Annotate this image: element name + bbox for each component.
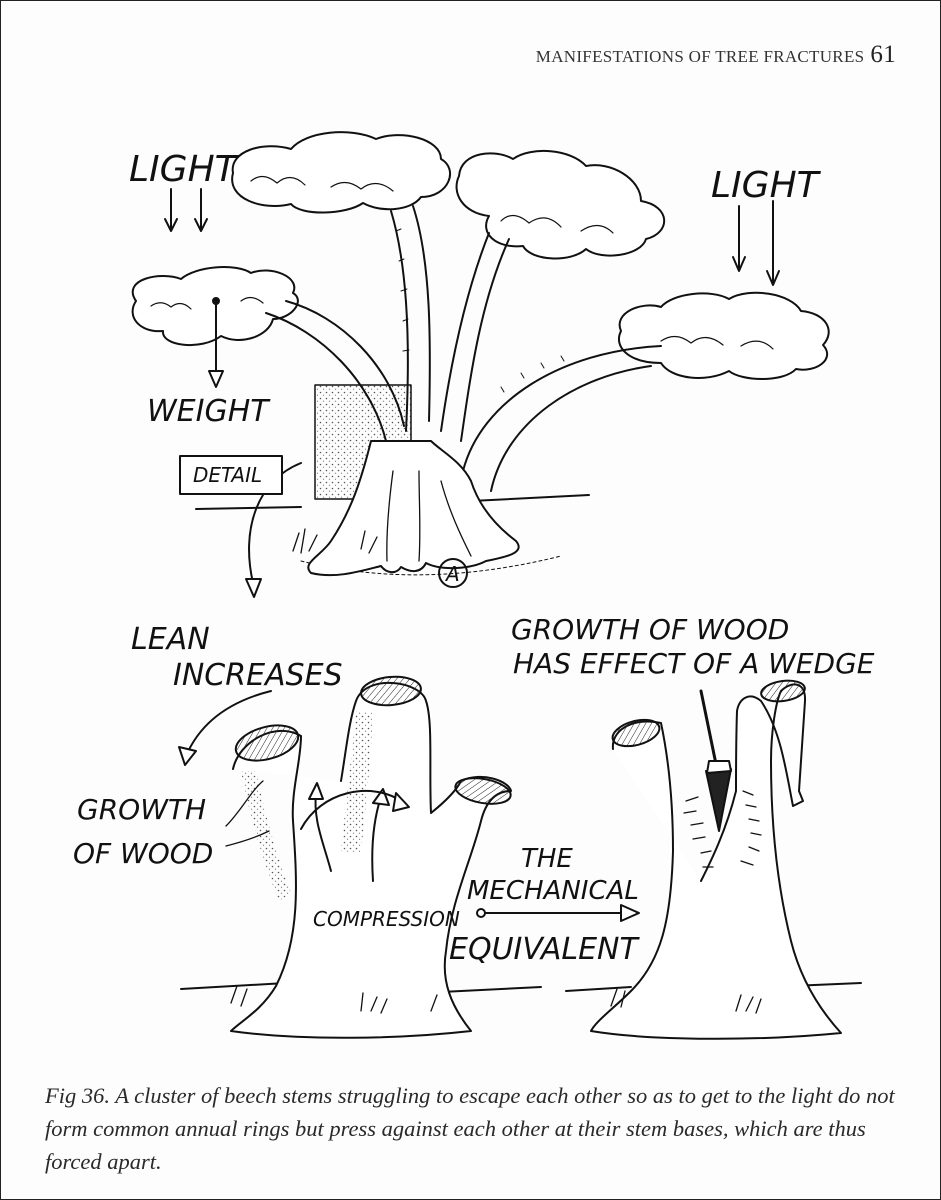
tree-fracture-illustration: LIGHT LIGHT WEIGHT DETAIL A LEAN INCREAS…	[1, 1, 941, 1071]
label-weight: WEIGHT	[147, 394, 271, 429]
figure-caption: Fig 36. A cluster of beech stems struggl…	[45, 1079, 905, 1178]
light-arrows-left	[165, 189, 207, 231]
label-detail: DETAIL	[193, 463, 262, 487]
wedge-handle	[701, 691, 717, 769]
label-mech-line2: MECHANICAL	[467, 876, 639, 906]
crown-center-right	[457, 151, 665, 259]
crown-center	[232, 132, 450, 212]
label-growth-line1: GROWTH	[77, 793, 206, 826]
label-growth-line2: OF WOOD	[73, 837, 213, 870]
label-marker-a: A	[444, 562, 460, 586]
label-light-right: LIGHT	[711, 165, 822, 206]
label-compression: COMPRESSION	[313, 907, 460, 931]
branch-right	[463, 346, 661, 491]
label-wedge-line2: HAS EFFECT OF A WEDGE	[513, 647, 875, 680]
label-wedge-line1: GROWTH OF WOOD	[511, 613, 789, 646]
label-mech-line3: EQUIVALENT	[449, 932, 640, 967]
lower-right-stump	[566, 678, 861, 1039]
label-lean-line1: LEAN	[131, 622, 210, 657]
label-lean-line2: INCREASES	[173, 658, 343, 693]
label-mech-line1: THE	[521, 844, 573, 874]
light-arrows-right	[733, 201, 779, 285]
label-light-left: LIGHT	[129, 149, 240, 190]
